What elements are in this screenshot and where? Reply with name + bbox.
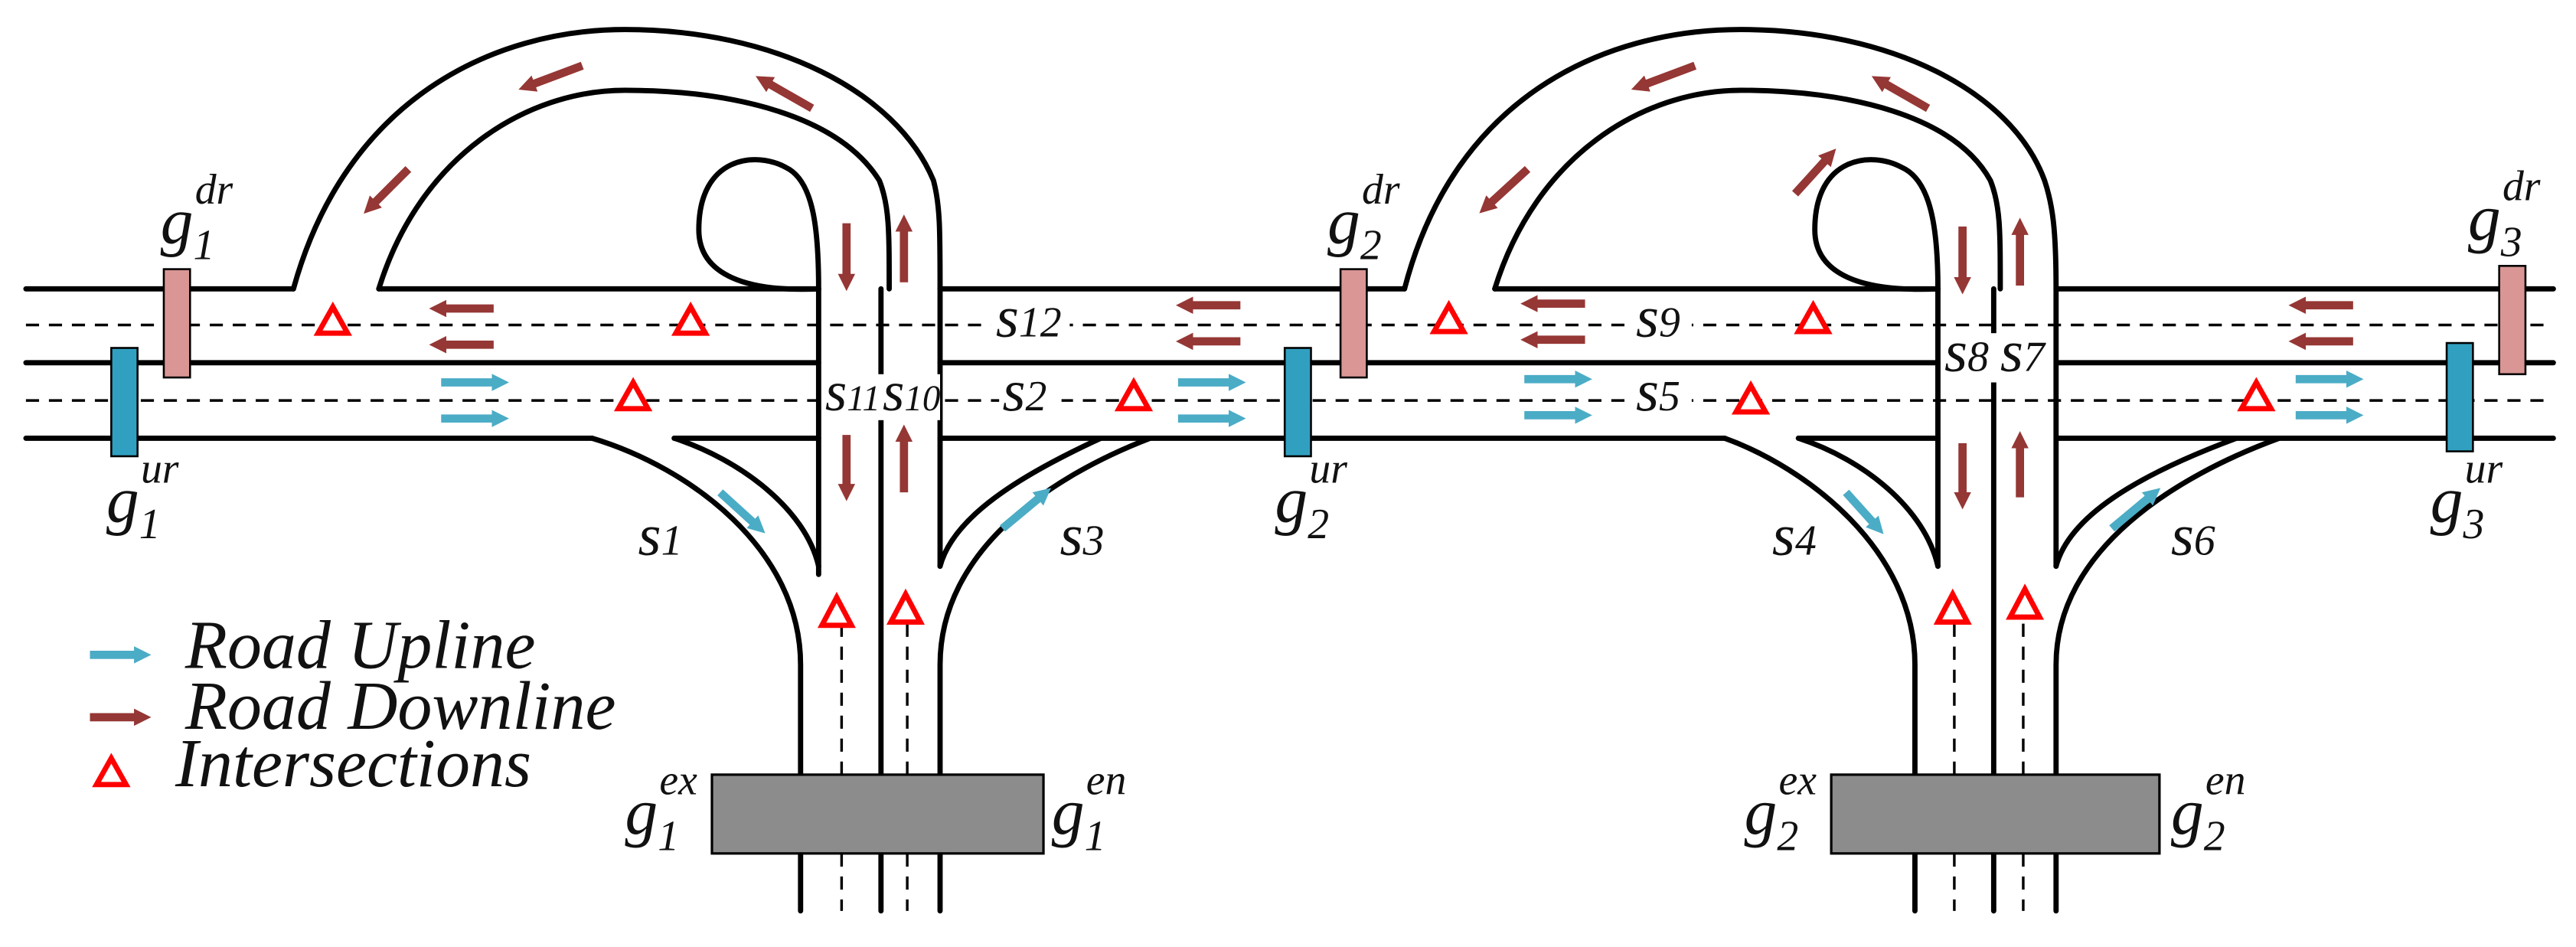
legend-downline-label: Road Downline	[184, 668, 616, 744]
segment-label-s12: s12	[996, 283, 1062, 349]
gantry-g2-ur	[1283, 347, 1312, 458]
legend-upline-label: Road Upline	[184, 608, 536, 684]
ramp1-outer-loop-outer-edge	[290, 27, 943, 292]
segment-label-s8: s8	[1944, 318, 1989, 384]
toll-label-g2-ex: g2ex	[1744, 757, 1817, 860]
intersection-triangle	[313, 301, 352, 336]
ramp-s1-outer	[589, 435, 804, 914]
upline-arrows	[441, 370, 2364, 534]
ramp-s1-inner	[671, 435, 821, 570]
upline-arrow	[717, 489, 766, 534]
segment-label-s10: s10	[883, 361, 941, 423]
segment-label-s2: s2	[1002, 358, 1046, 423]
segment-label-s6: s6	[2171, 502, 2215, 568]
intersection-markers	[313, 299, 2276, 629]
upline-arrow	[2109, 488, 2161, 532]
intersection-triangle	[1429, 299, 1468, 335]
downline-arrows	[364, 61, 2353, 510]
segment-label-s7: s7	[2000, 318, 2046, 384]
gantry-g1-ur	[110, 347, 139, 458]
gantry-g2-dr	[1339, 268, 1368, 379]
intersection-triangle	[671, 301, 710, 336]
ramp2-outer-loop-inner-edge	[1492, 87, 2003, 292]
ramp-s3-triangle	[937, 435, 1104, 570]
toll-booth-2	[1830, 773, 2161, 855]
intersection-triangle	[1933, 588, 1972, 625]
gantry-label-g2-dr: g2dr	[1327, 166, 1400, 269]
segment-label-s11: s11	[825, 361, 880, 423]
toll-booth-1	[710, 773, 1045, 855]
gantry-label-g1-dr: g1dr	[161, 166, 233, 269]
ramp1-inner-loop	[696, 157, 821, 292]
legend-intersections-label: Intersections	[175, 726, 531, 802]
segment-label-s3: s3	[1060, 502, 1105, 568]
legend: Road Upline Road Downline Intersections	[90, 608, 615, 802]
ramp-s4-inner	[1795, 435, 1941, 570]
ramp-s6-outer	[2053, 435, 2282, 914]
gantry-label-g1-ur: g1ur	[106, 445, 179, 548]
upline-arrow	[1843, 489, 1884, 534]
downline-arrow	[518, 61, 584, 92]
intersection-triangle	[2006, 583, 2045, 620]
toll-label-g1-ex: g1ex	[625, 757, 697, 860]
toll-label-g1-en: g1en	[1052, 757, 1127, 860]
ramp1-outer-loop-inner-edge	[376, 87, 892, 292]
gantry-g3-ur	[2445, 341, 2474, 452]
downline-arrow	[756, 76, 815, 113]
downline-arrow	[1791, 149, 1837, 197]
legend-intersection-icon	[92, 753, 131, 788]
road-network	[23, 27, 2556, 914]
intersection-triangle	[1114, 377, 1154, 412]
gantry-label-g3-dr: g3dr	[2468, 163, 2541, 266]
downline-arrow	[1631, 61, 1697, 92]
ramp2-inner-loop	[1812, 157, 1941, 292]
intersection-triangle	[1794, 299, 1833, 335]
downline-arrow	[1871, 76, 1931, 113]
toll-label-g2-en: g2en	[2171, 757, 2246, 860]
ramp-s6-triangle	[2053, 435, 2240, 570]
intersection-triangle	[886, 588, 925, 625]
intersection-triangle	[1731, 380, 1771, 415]
ramp2-outer-loop-outer-edge	[1402, 27, 2059, 292]
label-backgrounds	[821, 300, 2053, 424]
intersection-triangle	[2237, 377, 2276, 412]
gantry-g3-dr	[2498, 265, 2527, 376]
upline-arrow	[1000, 488, 1052, 532]
gantry-label-g2-ur: g2ur	[1275, 445, 1347, 548]
segment-label-s1: s1	[638, 502, 683, 568]
segment-label-s5: s5	[1636, 358, 1680, 423]
ramp-s4-outer	[1722, 435, 1918, 914]
intersection-triangle	[817, 592, 856, 629]
downline-arrow	[364, 166, 412, 214]
segment-label-s4: s4	[1772, 502, 1817, 568]
intersection-triangle	[613, 377, 653, 412]
gantry-g1-dr	[162, 268, 191, 379]
segment-label-s9: s9	[1636, 283, 1680, 349]
gantry-label-g3-ur: g3ur	[2431, 445, 2503, 548]
downline-arrow	[1479, 165, 1531, 214]
